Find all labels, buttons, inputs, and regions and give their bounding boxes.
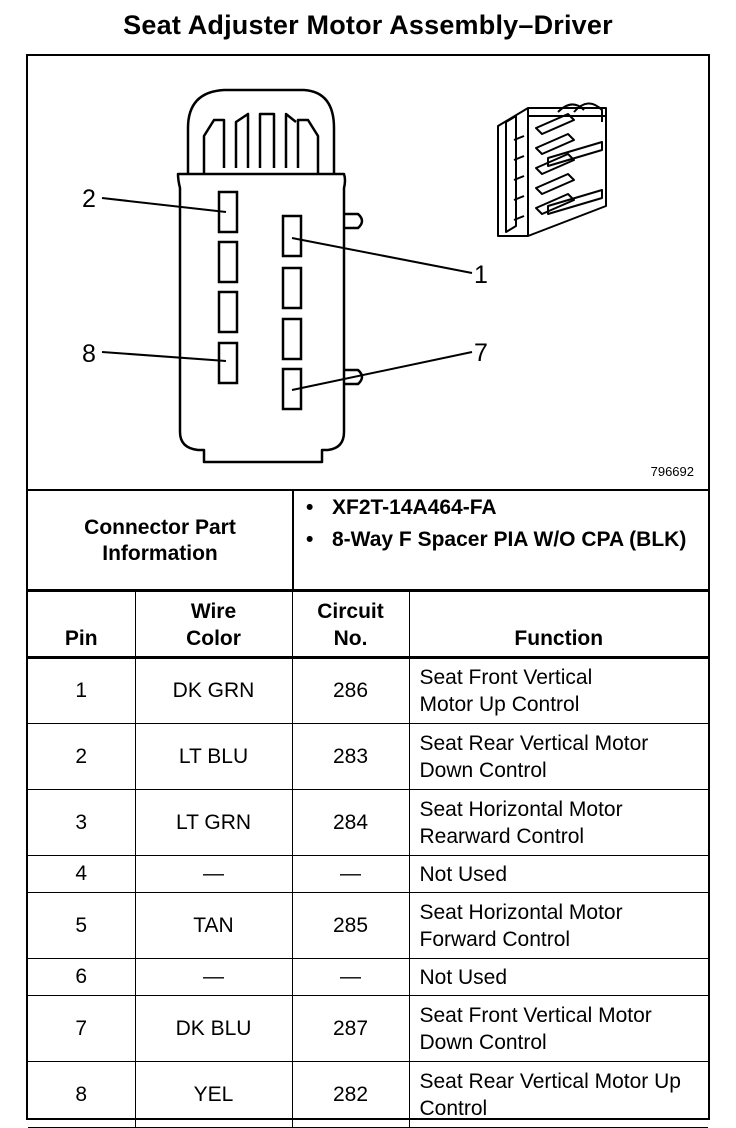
connector-info-label: Connector Part Information — [28, 491, 294, 591]
table-row: 6 — — Not Used — [28, 958, 708, 996]
leader-pin-7 — [291, 351, 473, 391]
figure-id: 796692 — [650, 464, 694, 479]
cavity-pin-8 — [217, 341, 239, 385]
table-row: 8 YEL 282 Seat Rear Vertical Motor Up Co… — [28, 1061, 708, 1128]
table-row: 1 DK GRN 286 Seat Front Vertical Motor U… — [28, 657, 708, 724]
leader-pin-8 — [101, 351, 227, 362]
circuit-cell: — — [291, 958, 410, 996]
cavity-pin-4 — [217, 240, 239, 284]
connector-diagram: 2 1 8 7 — [28, 56, 708, 489]
table-row: 2 LT BLU 283 Seat Rear Vertical Motor Do… — [28, 723, 708, 790]
pin-cell: 1 — [28, 657, 136, 724]
connector-body — [176, 172, 347, 464]
function-cell: Seat Horizontal Motor Forward Control — [408, 892, 708, 959]
table-row: 5 TAN 285 Seat Horizontal Motor Forward … — [28, 892, 708, 959]
circuit-cell: 282 — [291, 1061, 410, 1128]
header-wire-color: Wire Color — [134, 590, 293, 659]
wire-color-cell: DK GRN — [134, 657, 293, 724]
function-cell: Seat Horizontal Motor Rearward Control — [408, 789, 708, 856]
page-title: Seat Adjuster Motor Assembly–Driver — [123, 10, 613, 40]
pinout-table: Pin Wire Color Circuit No. Function 1 DK… — [28, 589, 708, 1128]
cavity-pin-6 — [217, 290, 239, 334]
wire-color-cell: — — [134, 855, 293, 893]
wire-color-cell: LT BLU — [134, 723, 293, 790]
table-row: 4 — — Not Used — [28, 855, 708, 893]
circuit-cell: — — [291, 855, 410, 893]
wire-color-cell: TAN — [134, 892, 293, 959]
circuit-cell: 284 — [291, 789, 410, 856]
function-cell: Seat Front Vertical Motor Up Control — [408, 657, 708, 724]
connector-sheet: 2 1 8 7 — [26, 54, 710, 1128]
header-circuit-no: Circuit No. — [291, 590, 410, 659]
function-cell: Seat Rear Vertical Motor Down Control — [408, 723, 708, 790]
pin-cell: 8 — [28, 1061, 136, 1128]
function-cell: Not Used — [408, 958, 708, 996]
callout-pin-7: 7 — [474, 339, 488, 367]
pin-cell: 7 — [28, 995, 136, 1062]
callout-pin-8: 8 — [82, 340, 96, 368]
circuit-cell: 287 — [291, 995, 410, 1062]
connector-latch — [186, 88, 336, 174]
cavity-pin-5 — [281, 317, 303, 361]
circuit-cell: 285 — [291, 892, 410, 959]
function-cell: Not Used — [408, 855, 708, 893]
cavity-pin-1 — [281, 214, 303, 258]
wire-color-cell: YEL — [134, 1061, 293, 1128]
table-row: 3 LT GRN 284 Seat Horizontal Motor Rearw… — [28, 789, 708, 856]
connector-part-list: XF2T-14A464-FA 8-Way F Spacer PIA W/O CP… — [294, 495, 704, 553]
connector-part-description: 8-Way F Spacer PIA W/O CPA (BLK) — [294, 527, 704, 553]
table-header-row: Pin Wire Color Circuit No. Function — [28, 590, 708, 659]
connector-face-drawing: 2 1 8 7 — [82, 88, 607, 464]
connector-tab-lower — [344, 368, 364, 386]
circuit-cell: 283 — [291, 723, 410, 790]
function-cell: Seat Front Vertical Motor Down Control — [408, 995, 708, 1062]
leader-pin-1 — [291, 237, 473, 274]
pin-cell: 2 — [28, 723, 136, 790]
connector-info-section: Connector Part Information XF2T-14A464-F… — [28, 489, 708, 591]
pin-cell: 5 — [28, 892, 136, 959]
header-pin: Pin — [28, 590, 136, 659]
callout-pin-2: 2 — [82, 185, 96, 213]
connector-tab-upper — [344, 212, 364, 230]
callout-pin-1: 1 — [474, 261, 488, 289]
pin-cell: 4 — [28, 855, 136, 893]
pin-cell: 3 — [28, 789, 136, 856]
cavity-pin-3 — [281, 266, 303, 310]
wire-color-cell: — — [134, 958, 293, 996]
pin-cell: 6 — [28, 958, 136, 996]
connector-isometric-view — [497, 102, 607, 237]
header-function: Function — [408, 590, 708, 659]
function-cell: Seat Rear Vertical Motor Up Control — [408, 1061, 708, 1128]
table-row: 7 DK BLU 287 Seat Front Vertical Motor D… — [28, 995, 708, 1062]
wire-color-cell: LT GRN — [134, 789, 293, 856]
circuit-cell: 286 — [291, 657, 410, 724]
connector-part-number: XF2T-14A464-FA — [294, 495, 704, 521]
wire-color-cell: DK BLU — [134, 995, 293, 1062]
leader-pin-2 — [101, 197, 227, 213]
